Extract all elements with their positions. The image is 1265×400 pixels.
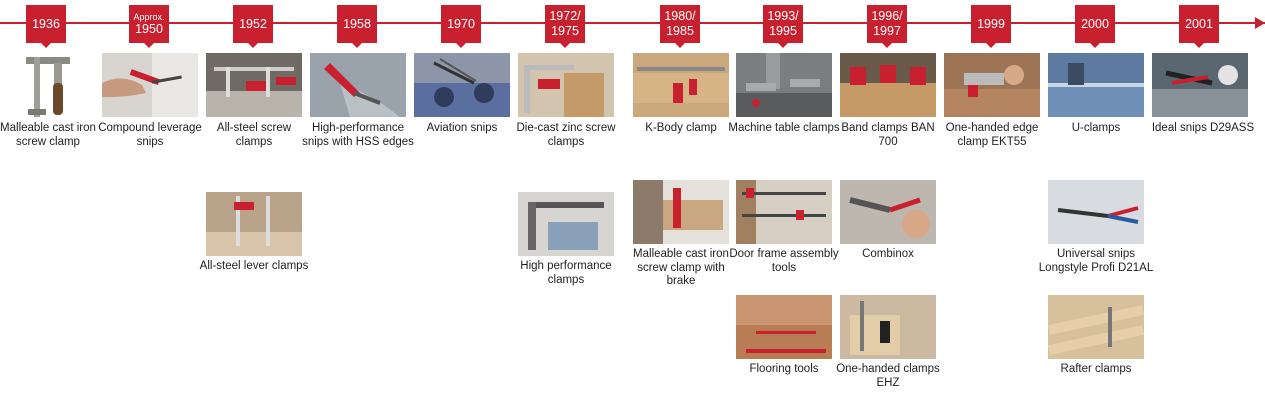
product-label: All-steel lever clamps [199, 260, 309, 272]
product-label: Compound leverage snips [98, 122, 202, 148]
product-label: Rafter clamps [1060, 363, 1132, 375]
product-image-aviation-snips [414, 53, 510, 117]
product-image-combinox [840, 180, 936, 244]
year-1958: 1958 [337, 5, 377, 48]
product-label: Flooring tools [749, 363, 819, 375]
product-image-malleable-brake [633, 180, 729, 244]
product-label: U-clamps [1071, 122, 1121, 134]
timeline-line [0, 22, 1265, 24]
product-image-band-clamps [840, 53, 936, 117]
year-1980-1985: 1980/1985 [660, 5, 700, 48]
year-1952: 1952 [233, 5, 273, 48]
product-label: One-handed edge clamp EKT55 [945, 122, 1039, 148]
year-label-2: 1975 [551, 24, 579, 38]
product-image-universal-snips [1048, 180, 1144, 244]
product-image-u-clamps [1048, 53, 1144, 117]
product-image-edge-clamp [944, 53, 1040, 117]
product-image-k-body [633, 53, 729, 117]
year-label-2: 1997 [873, 24, 901, 38]
year-label: 2000 [1081, 16, 1109, 31]
year-label: 1993/ [767, 9, 799, 23]
product-image-machine-table [736, 53, 832, 117]
product-label: Malleable cast iron screw clamp with bra… [633, 248, 729, 287]
product-image-malleable-clamp [20, 53, 76, 119]
year-label: 1952 [239, 16, 267, 31]
product-label: All-steel screw clamps [216, 122, 292, 148]
product-image-die-cast-zinc [518, 53, 614, 117]
product-label: Combinox [862, 248, 914, 260]
product-label: One-handed clamps EHZ [836, 363, 940, 389]
year-prefix: Approx. [133, 11, 165, 22]
year-1993-1995: 1993/1995 [763, 5, 803, 48]
year-label-2: 1995 [769, 24, 797, 38]
product-image-all-steel-screw [206, 53, 302, 117]
year-label: 2001 [1185, 16, 1213, 31]
product-image-compound-snips [102, 53, 198, 117]
product-label: Die-cast zinc screw clamps [516, 122, 616, 148]
year-2000: 2000 [1075, 5, 1115, 48]
year-1970: 1970 [441, 5, 481, 48]
product-image-rafter [1048, 295, 1144, 359]
product-label: Malleable cast iron screw clamp [0, 122, 96, 148]
year-label: 1999 [977, 16, 1005, 31]
year-1936: 1936 [26, 5, 66, 48]
year-label: 1996/ [871, 9, 903, 23]
product-label: Machine table clamps [728, 122, 840, 134]
year-2001: 2001 [1179, 5, 1219, 48]
year-1950: Approx.1950 [129, 5, 169, 48]
product-image-flooring [736, 295, 832, 359]
year-label: 1970 [447, 16, 475, 31]
year-label-2: 1985 [666, 24, 694, 38]
product-image-one-handed-ehz [840, 295, 936, 359]
year-1972-1975: 1972/1975 [545, 5, 585, 48]
product-label: Aviation snips [426, 122, 498, 134]
timeline-arrow [1255, 17, 1265, 29]
product-label: High performance clamps [520, 260, 612, 286]
product-image-door-frame [736, 180, 832, 244]
product-label: Door frame assembly tools [729, 248, 839, 274]
year-label: 1980/ [664, 9, 696, 23]
product-label: Ideal snips D29ASS [1151, 122, 1255, 134]
product-label: High-performance snips with HSS edges [302, 122, 414, 148]
product-image-high-performance [518, 192, 614, 256]
product-label: Universal snips Longstyle Profi D21AL [1038, 248, 1154, 274]
year-1996-1997: 1996/1997 [867, 5, 907, 48]
product-label: Band clamps BAN 700 [841, 122, 935, 148]
year-label: 1972/ [549, 9, 581, 23]
product-image-ideal-snips [1152, 53, 1248, 117]
product-image-all-steel-lever [206, 192, 302, 256]
year-label: 1950 [135, 21, 163, 36]
product-label: K-Body clamp [645, 122, 717, 134]
year-label: 1936 [32, 16, 60, 31]
year-label: 1958 [343, 16, 371, 31]
product-image-hss-snips [310, 53, 406, 117]
year-1999: 1999 [971, 5, 1011, 48]
